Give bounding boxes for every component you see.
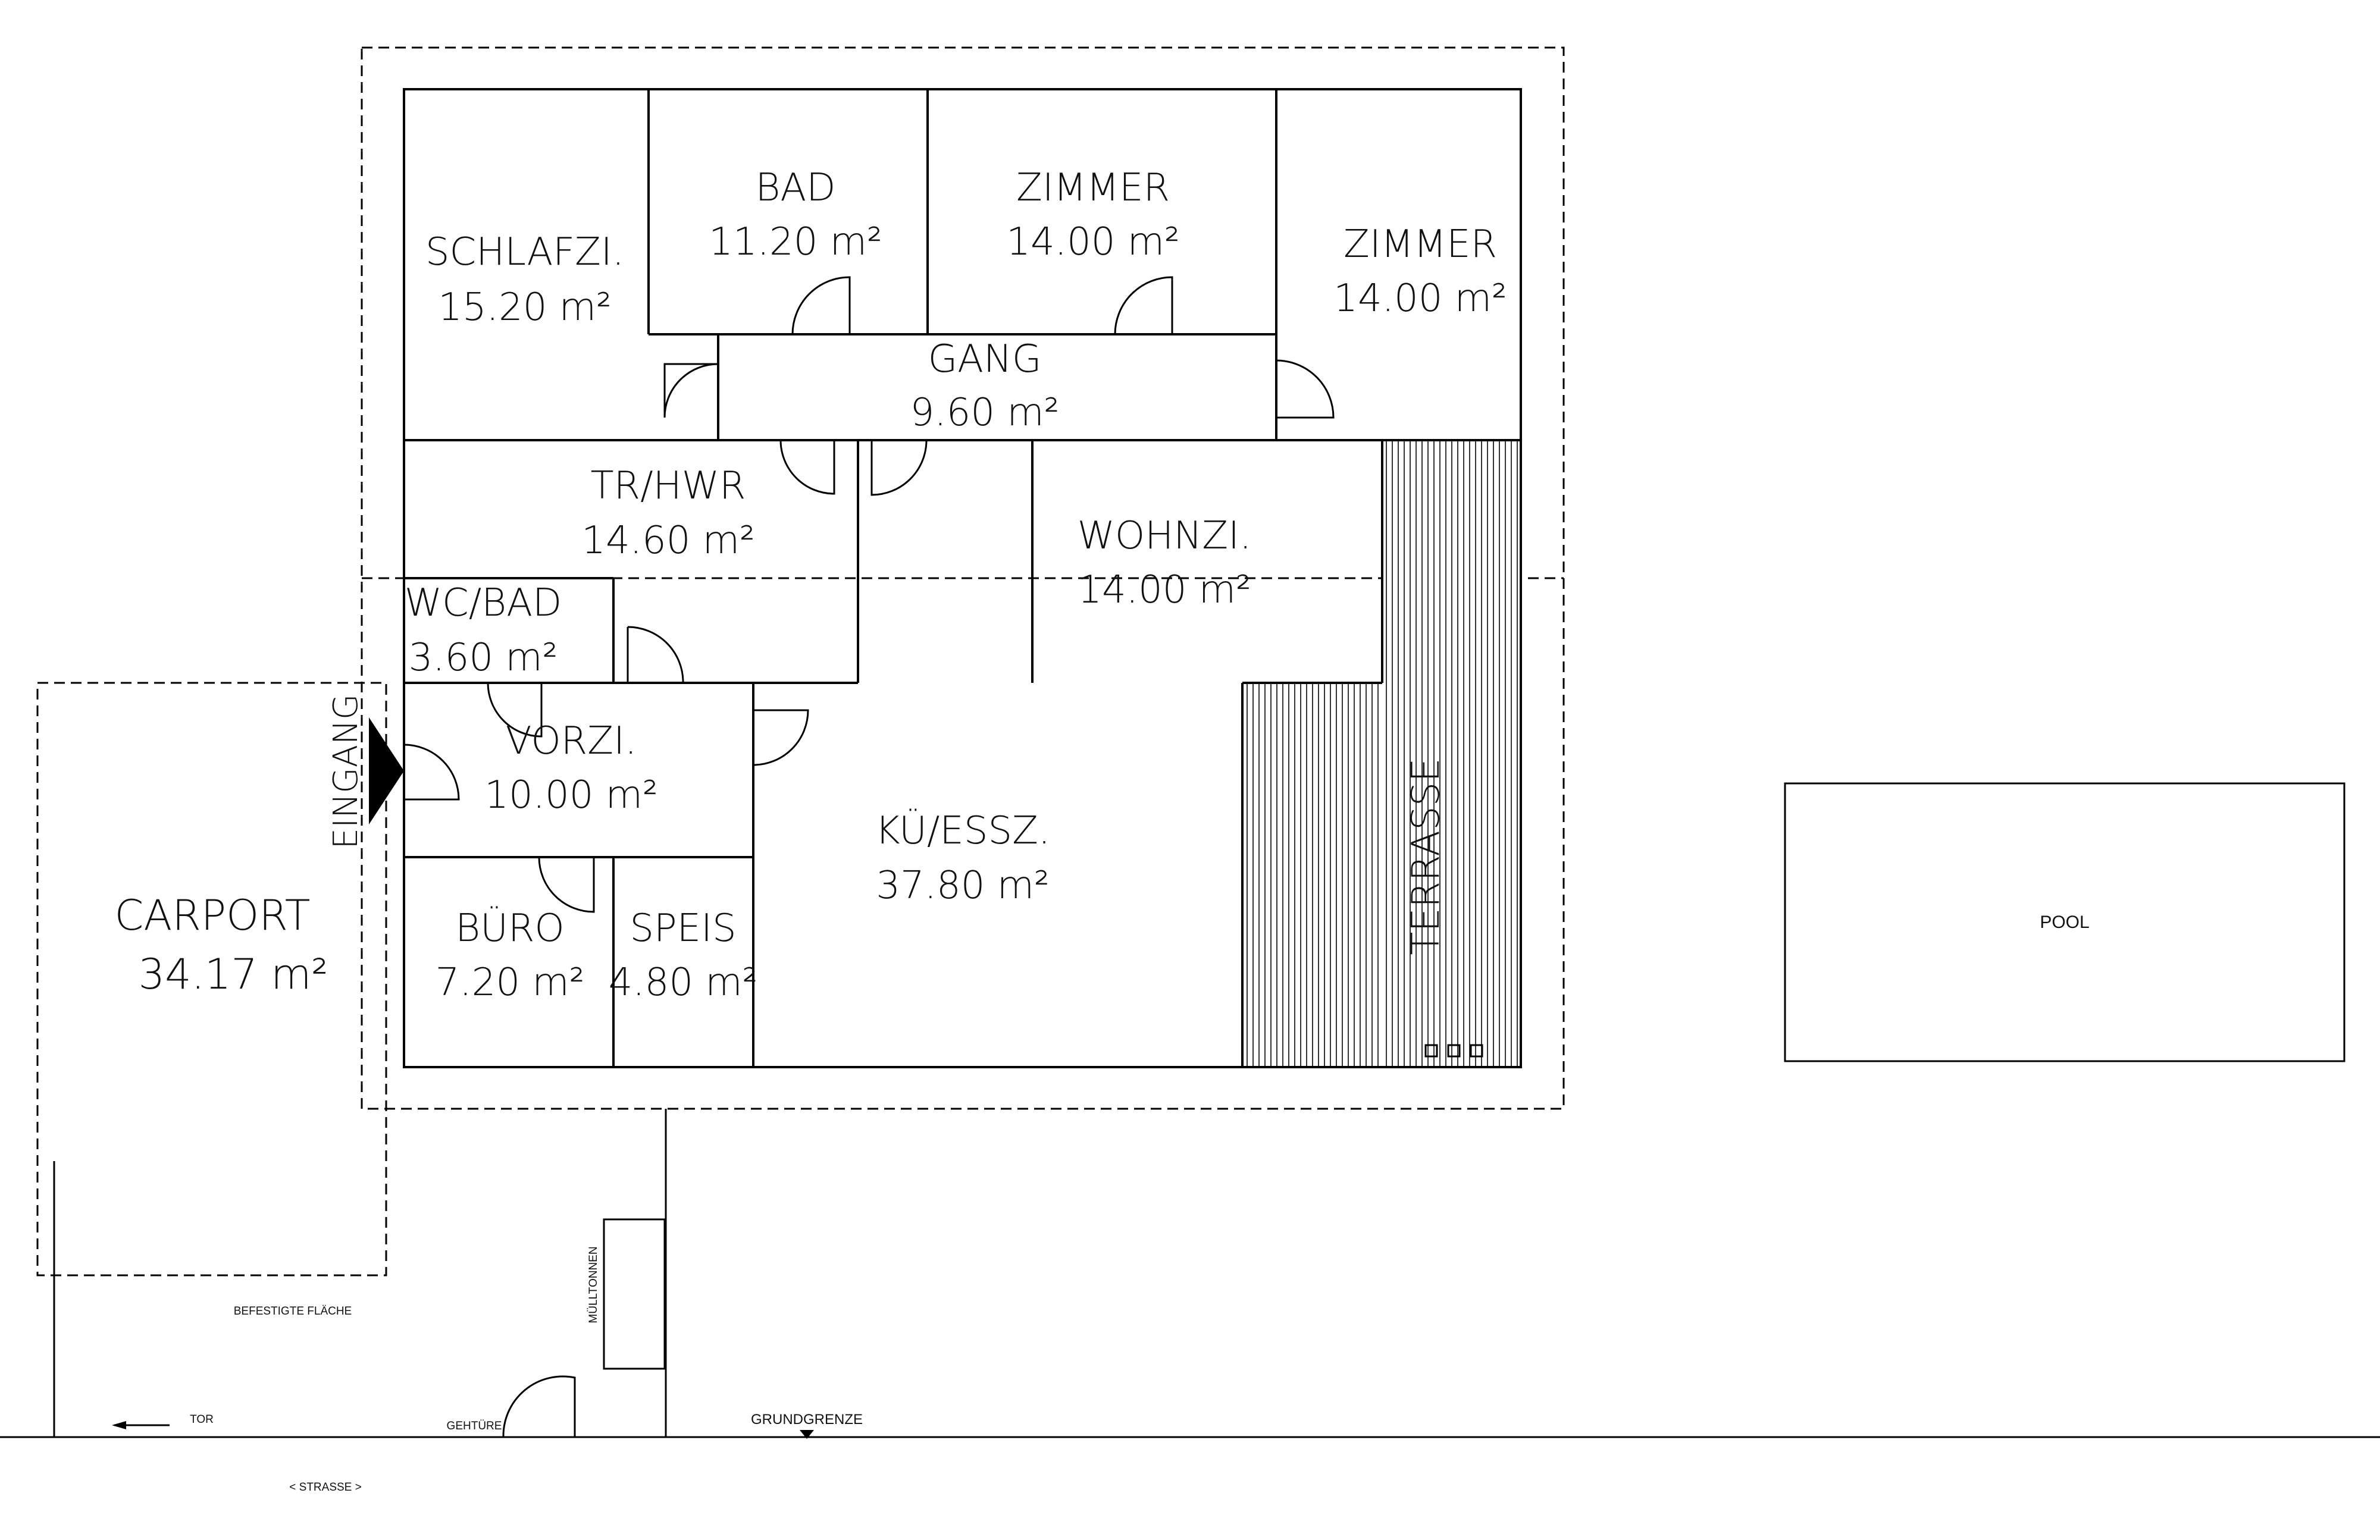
room-area: 34.17 m² — [139, 950, 328, 999]
room-area: 11.20 m² — [709, 220, 882, 264]
room-bad: BAD 11.20 m² — [709, 166, 882, 264]
room-buero: BÜRO 7.20 m² — [436, 906, 585, 1005]
boundary-marker-icon — [800, 1430, 814, 1439]
terrace-decking — [1242, 440, 1520, 1067]
room-area: 14.60 m² — [581, 519, 755, 563]
street-label: < STRASSE > — [289, 1481, 361, 1494]
waste-bins — [603, 1218, 666, 1370]
gate-label: TOR — [190, 1413, 214, 1426]
door-swings — [403, 276, 1335, 1438]
room-vorzimmer: VORZI. 10.00 m² — [484, 719, 658, 817]
side-gate-label: GEHTÜRE — [447, 1420, 502, 1432]
entrance-label: EINGANG — [327, 694, 365, 849]
room-name: VORZI. — [506, 719, 637, 763]
room-name: BÜRO — [455, 906, 565, 951]
room-area: 37.80 m² — [876, 864, 1050, 908]
room-name: WOHNZI. — [1078, 514, 1252, 558]
room-carport: CARPORT 34.17 m² — [114, 891, 328, 999]
paved-area-label: BEFESTIGTE FLÄCHE — [234, 1305, 352, 1318]
entrance-arrow-icon — [369, 717, 404, 824]
room-area: 15.20 m² — [438, 286, 612, 330]
gate-arrow-icon — [112, 1421, 170, 1429]
room-name: TR/HWR — [591, 464, 746, 508]
room-name: ZIMMER — [1344, 222, 1497, 266]
pool — [1784, 782, 2345, 1062]
pool-label: POOL — [2040, 912, 2089, 932]
room-zimmer-1: ZIMMER 14.00 m² — [1006, 166, 1180, 264]
room-name: KÜ/ESSZ. — [875, 808, 1051, 853]
room-name: SPEIS — [630, 907, 736, 951]
room-area: 14.00 m² — [1333, 277, 1507, 321]
room-name: SCHLAFZI. — [425, 230, 624, 274]
room-gang: GANG 9.60 m² — [910, 337, 1060, 435]
room-area: 9.60 m² — [910, 391, 1060, 435]
terrace-markers — [1424, 1044, 1483, 1058]
property-boundary-label: GRUNDGRENZE — [751, 1412, 863, 1428]
room-name: ZIMMER — [1016, 166, 1170, 210]
interior-walls — [404, 89, 1521, 1067]
room-area: 4.80 m² — [609, 961, 758, 1005]
room-area: 7.20 m² — [436, 961, 585, 1005]
waste-bins-label: MÜLLTONNEN — [587, 1246, 600, 1323]
terrace-label: TERRASSE — [1404, 758, 1448, 955]
room-tr-hwr: TR/HWR 14.60 m² — [581, 464, 755, 563]
room-schlafzimmer: SCHLAFZI. 15.20 m² — [425, 230, 624, 330]
room-area: 14.00 m² — [1078, 568, 1251, 612]
room-wc-bad: WC/BAD 3.60 m² — [405, 581, 562, 680]
room-area: 14.00 m² — [1006, 220, 1180, 264]
room-speis: SPEIS 4.80 m² — [609, 907, 758, 1005]
room-wohnzimmer: WOHNZI. 14.00 m² — [1078, 514, 1252, 612]
room-name: BAD — [756, 166, 836, 210]
room-area: 10.00 m² — [484, 773, 658, 817]
room-zimmer-2: ZIMMER 14.00 m² — [1333, 222, 1507, 321]
room-kueche-essen: KÜ/ESSZ. 37.80 m² — [875, 808, 1051, 908]
room-name: CARPORT — [114, 891, 310, 940]
carport-outline — [36, 682, 387, 1276]
room-area: 3.60 m² — [409, 636, 558, 680]
room-name: WC/BAD — [405, 581, 562, 625]
room-name: GANG — [928, 337, 1042, 381]
